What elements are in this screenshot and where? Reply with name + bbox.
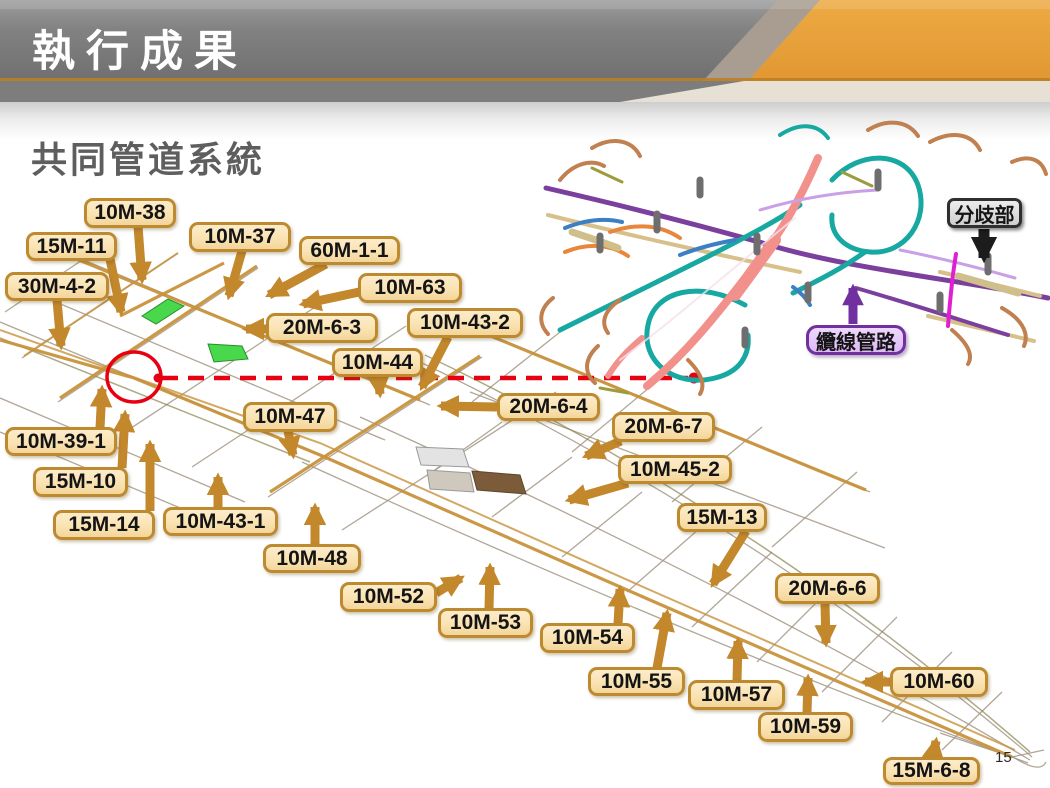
arrow-15M-13 xyxy=(709,528,750,588)
arrow-60M-1-1 xyxy=(265,260,329,299)
arrow-20M-6-4 xyxy=(436,395,498,418)
header-sub-band-beige xyxy=(620,81,1050,102)
callout-10M-44: 10M-44 xyxy=(332,348,423,377)
header-reflection xyxy=(0,102,1050,140)
arrow-20M-6-6 xyxy=(814,603,837,648)
callout-10M-52: 10M-52 xyxy=(340,582,437,612)
arrow-20M-6-7 xyxy=(581,436,623,461)
page-number: 15 xyxy=(995,749,1012,766)
callout-30M-4-2: 30M-4-2 xyxy=(5,272,109,301)
callout-10M-48: 10M-48 xyxy=(263,544,361,573)
callout-20M-6-7: 20M-6-7 xyxy=(612,412,715,442)
callout-arrows xyxy=(48,225,998,761)
arrow-10M-63 xyxy=(298,286,365,312)
callout-15M-6-8: 15M-6-8 xyxy=(883,757,980,785)
callout-60M-1-1: 60M-1-1 xyxy=(299,236,400,265)
header-accent-line xyxy=(0,78,1050,81)
callout-10M-43-1: 10M-43-1 xyxy=(163,507,278,536)
arrow-30M-4-2 xyxy=(48,299,71,351)
building-blocks xyxy=(415,446,527,495)
callout-10M-54: 10M-54 xyxy=(540,623,635,653)
callout-10M-57: 10M-57 xyxy=(688,680,785,710)
green-zone-patches xyxy=(141,298,249,363)
callout-10M-43-2: 10M-43-2 xyxy=(407,308,523,338)
callout-10M-37: 10M-37 xyxy=(189,222,291,252)
arrow-10M-39-1 xyxy=(89,384,113,429)
arrow-10M-54 xyxy=(607,584,631,625)
callout-10M-63: 10M-63 xyxy=(358,273,462,303)
section-subtitle: 共同管道系統 xyxy=(31,139,266,180)
arrow-10M-45-2 xyxy=(564,478,630,506)
arrow-15M-10 xyxy=(112,409,136,469)
callout-20M-6-4: 20M-6-4 xyxy=(497,393,600,421)
header-top-strip xyxy=(0,0,1050,9)
callout-20M-6-3: 20M-6-3 xyxy=(266,313,378,343)
callout-10M-47: 10M-47 xyxy=(243,402,337,432)
callout-10M-55: 10M-55 xyxy=(588,667,685,696)
arrow-10M-55 xyxy=(652,608,675,669)
callout-10M-53: 10M-53 xyxy=(438,608,533,638)
arrow-10M-59 xyxy=(796,673,819,714)
pipe-clamps xyxy=(596,168,992,349)
page-title: 執行成果 xyxy=(32,28,248,76)
arrow-10M-47 xyxy=(278,430,301,460)
arrow-10M-43-2 xyxy=(418,334,452,391)
callout-15M-13: 15M-13 xyxy=(677,503,767,532)
arrow-10M-53 xyxy=(478,562,501,610)
callout-15M-14: 15M-14 xyxy=(53,510,155,540)
callout-15M-11: 15M-11 xyxy=(26,232,117,261)
arrow-10M-57 xyxy=(726,636,749,682)
callout-10M-39-1: 10M-39-1 xyxy=(5,427,117,456)
callout-10M-45-2: 10M-45-2 xyxy=(618,455,732,484)
inset-3d-pipes xyxy=(539,120,1050,396)
callout-20M-6-6: 20M-6-6 xyxy=(775,573,880,604)
arrow-10M-37 xyxy=(223,249,247,301)
arrow-15M-11 xyxy=(105,258,129,317)
callout-15M-10: 15M-10 xyxy=(33,467,128,497)
callout-10M-59: 10M-59 xyxy=(758,712,853,742)
callout-cable-conduit: 纜線管路 xyxy=(806,325,906,355)
callout-10M-60: 10M-60 xyxy=(890,667,988,697)
callout-10M-38: 10M-38 xyxy=(84,198,176,228)
arrow-10M-38 xyxy=(129,225,152,285)
arrow-15M-6-8 xyxy=(921,736,944,761)
callout-branch-section: 分歧部 xyxy=(947,198,1022,228)
arrow-10M-52 xyxy=(433,574,465,597)
